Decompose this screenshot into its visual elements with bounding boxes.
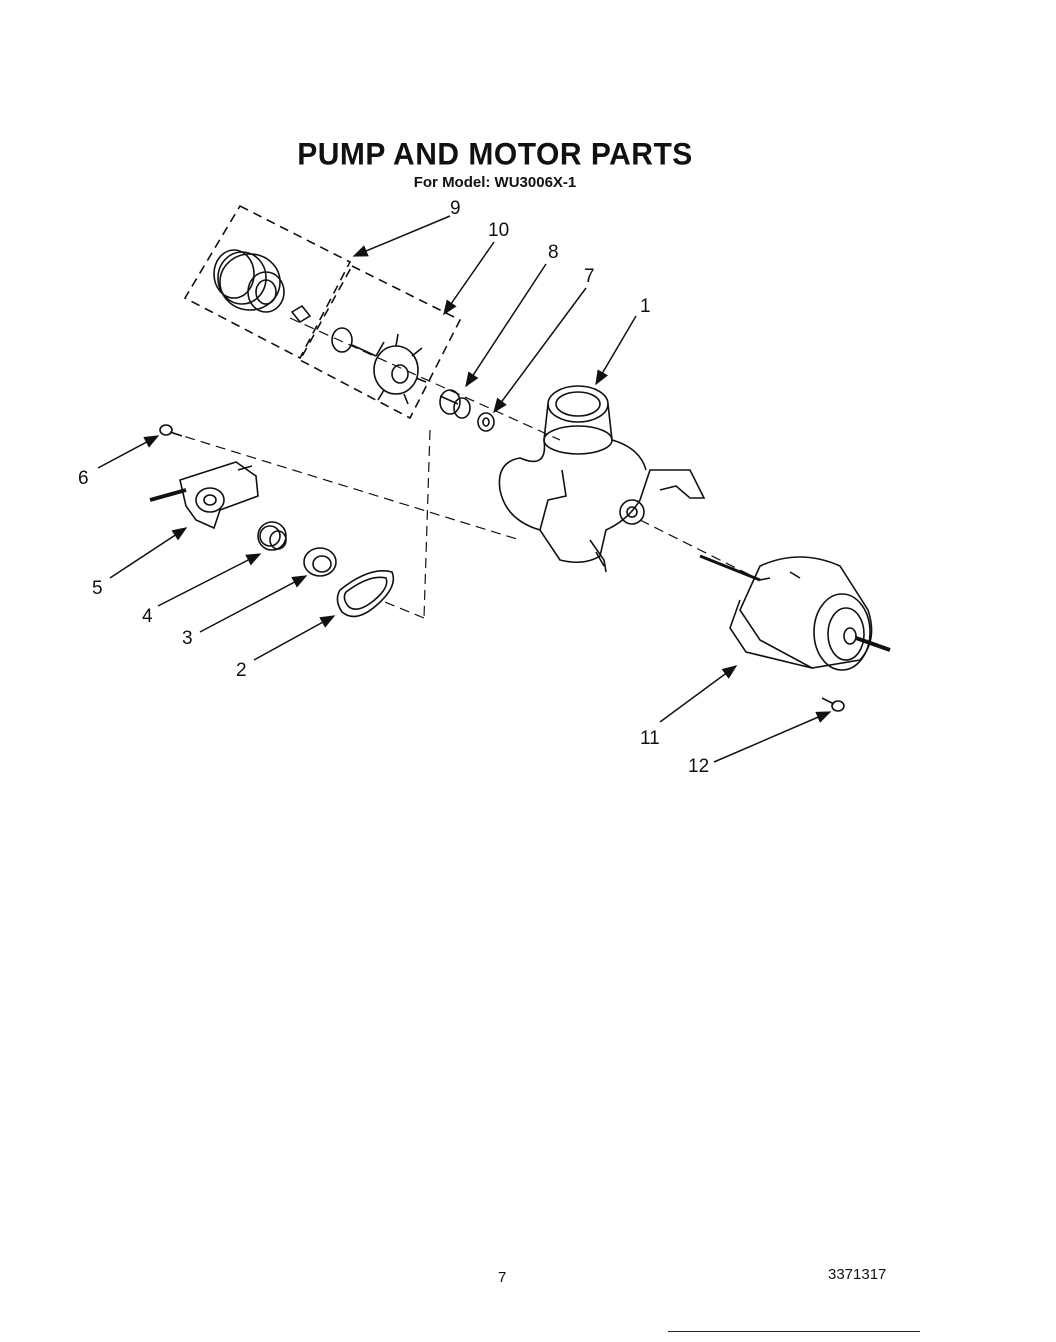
callout-10: 10: [488, 220, 509, 241]
group-box-10: [298, 264, 462, 420]
part-12-screw: [821, 697, 845, 712]
callout-1: 1: [640, 296, 651, 317]
footer-rule: [668, 1331, 920, 1332]
part-2-oring: [336, 570, 395, 618]
callout-12: 12: [688, 756, 709, 777]
part-7-washer: [477, 412, 495, 432]
callout-8: 8: [548, 242, 559, 263]
part-3-gasket: [303, 547, 337, 577]
callout-4: 4: [142, 606, 153, 627]
callout-3: 3: [182, 628, 193, 649]
callout-labels: 1 2 3 4 5 6 7 8 9 10 11 12: [78, 198, 709, 777]
part-10-impeller: [331, 327, 427, 405]
part-11-motor: [699, 554, 891, 671]
part-6-screw: [159, 424, 183, 437]
part-4-seal: [257, 521, 287, 551]
page-title: PUMP AND MOTOR PARTS: [297, 137, 693, 172]
callout-2: 2: [236, 660, 247, 681]
model-subtitle: For Model: WU3006X-1: [413, 174, 577, 191]
document-number: 3371317: [828, 1266, 887, 1283]
part-8-bearing: [439, 389, 471, 419]
leader-lines: [97, 215, 832, 763]
callout-9: 9: [450, 198, 461, 219]
assembly-centerline: [169, 317, 761, 619]
part-1-pump-housing: [498, 385, 706, 573]
group-box-9: [183, 204, 352, 360]
part-9-seal-assembly: [213, 249, 312, 324]
callout-11: 11: [640, 728, 660, 749]
callout-6: 6: [78, 468, 89, 489]
callout-7: 7: [584, 266, 595, 287]
page-number: 7: [498, 1269, 507, 1286]
part-5-bracket: [149, 461, 259, 530]
callout-5: 5: [92, 578, 103, 599]
